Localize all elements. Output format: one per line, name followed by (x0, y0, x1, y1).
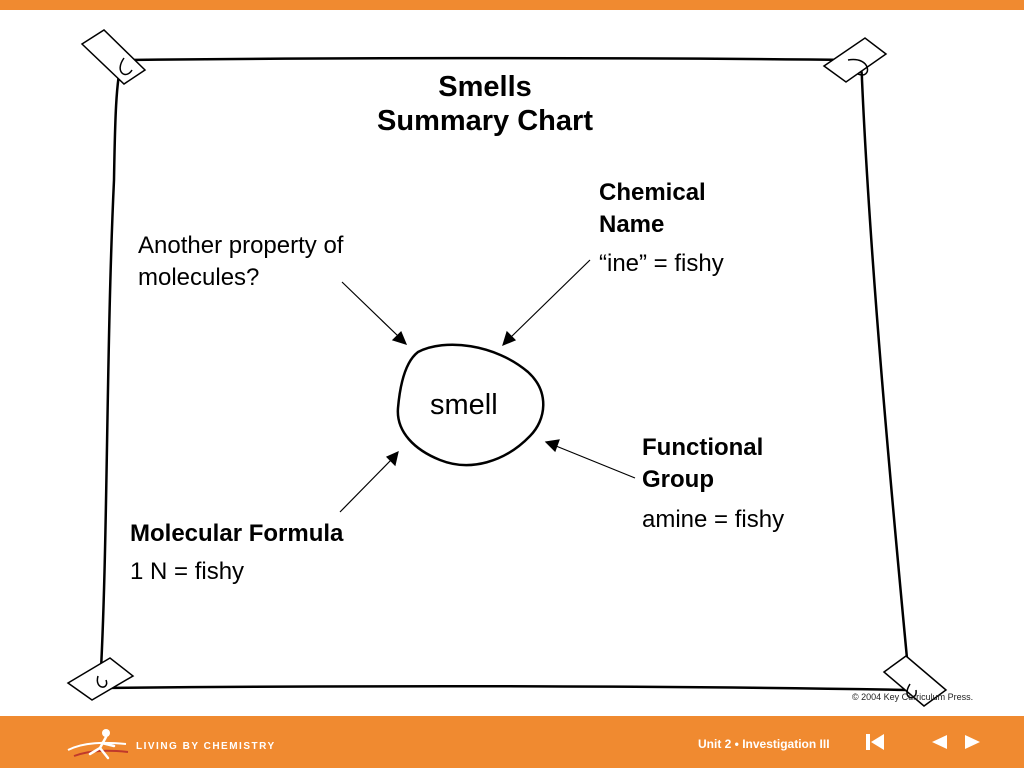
molecular-formula-text: 1 N = fishy (130, 558, 245, 585)
arrow-functional-group (555, 445, 636, 479)
arrow-property (341, 281, 399, 337)
functional-group-text: amine = fishy (642, 506, 785, 533)
property-label: Another property of molecules? (138, 232, 344, 291)
top-accent-bar (0, 0, 1024, 10)
next-slide-button[interactable] (962, 732, 984, 752)
functional-group-heading: Functional Group (642, 434, 764, 493)
brand-name: LIVING BY CHEMISTRY (136, 741, 276, 752)
tape-bottom-right (882, 655, 948, 707)
title-line-1: Smells (438, 71, 532, 103)
footer-bar: LIVING BY CHEMISTRY Unit 2 • Investigati… (0, 716, 1024, 768)
chemical-name-text: “ine” = fishy (599, 250, 724, 277)
copyright-notice: © 2004 Key Curriculum Press. (852, 692, 974, 702)
chemical-name-heading: Chemical Name (599, 179, 706, 238)
molecular-formula-heading: Molecular Formula (130, 520, 344, 547)
unit-location: Unit 2 • Investigation III (698, 737, 830, 751)
tape-bottom-left (66, 657, 135, 701)
previous-slide-icon (932, 735, 947, 749)
title-line-2: Summary Chart (377, 105, 593, 137)
chart-title: Smells Summary Chart (300, 70, 670, 138)
living-by-chemistry-logo-icon (67, 729, 129, 760)
poster-drawing (66, 29, 948, 707)
first-slide-icon (866, 734, 884, 750)
tape-top-right (822, 37, 888, 83)
first-slide-button[interactable] (864, 732, 886, 752)
arrow-chemical-name (509, 259, 591, 339)
tape-top-left (80, 29, 147, 85)
center-label: smell (430, 389, 498, 421)
smell-blob (396, 343, 545, 467)
arrow-molecular-formula (339, 458, 393, 513)
previous-slide-button[interactable] (928, 732, 950, 752)
next-slide-icon (965, 735, 980, 749)
